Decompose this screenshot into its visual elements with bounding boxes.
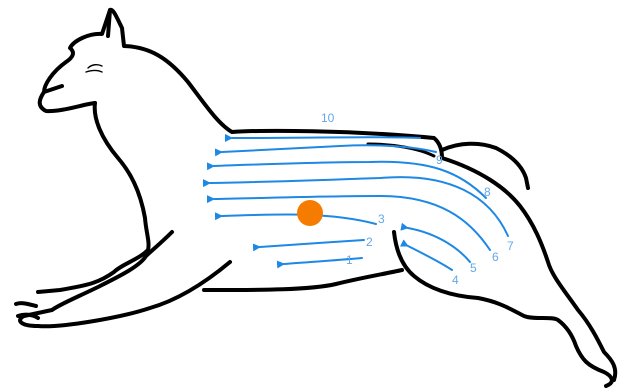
dog-inner-ear-outline — [108, 10, 110, 36]
dog-belly-outline — [204, 270, 402, 290]
flow-label-8: 8 — [484, 185, 491, 199]
dog-eye — [86, 65, 102, 72]
flow-line-4 — [408, 246, 452, 270]
orange-marker — [297, 200, 323, 226]
dog-tail-outline — [442, 144, 528, 188]
dog-front-paw-outline — [16, 303, 38, 318]
flow-label-1: 1 — [346, 253, 353, 267]
flow-lines — [210, 137, 508, 270]
flow-label-10: 10 — [321, 111, 335, 125]
dog-outline — [16, 10, 615, 386]
flow-label-7: 7 — [507, 239, 514, 253]
flow-line-6 — [214, 196, 490, 250]
flow-line-9 — [222, 145, 436, 152]
dog-chest-front-leg-outline — [38, 103, 149, 292]
flow-label-6: 6 — [492, 250, 499, 264]
dog-lower-front-leg-outline — [20, 232, 230, 326]
flow-line-10 — [232, 137, 420, 138]
flow-line-7 — [210, 177, 508, 236]
flow-label-2: 2 — [366, 235, 373, 249]
flow-label-5: 5 — [470, 261, 477, 275]
flow-label-3: 3 — [378, 212, 385, 226]
flow-label-4: 4 — [452, 273, 459, 287]
flow-line-2 — [260, 240, 364, 247]
flow-line-5 — [408, 228, 470, 262]
flow-label-9: 9 — [436, 153, 443, 167]
dog-head-back-outline — [40, 10, 442, 158]
